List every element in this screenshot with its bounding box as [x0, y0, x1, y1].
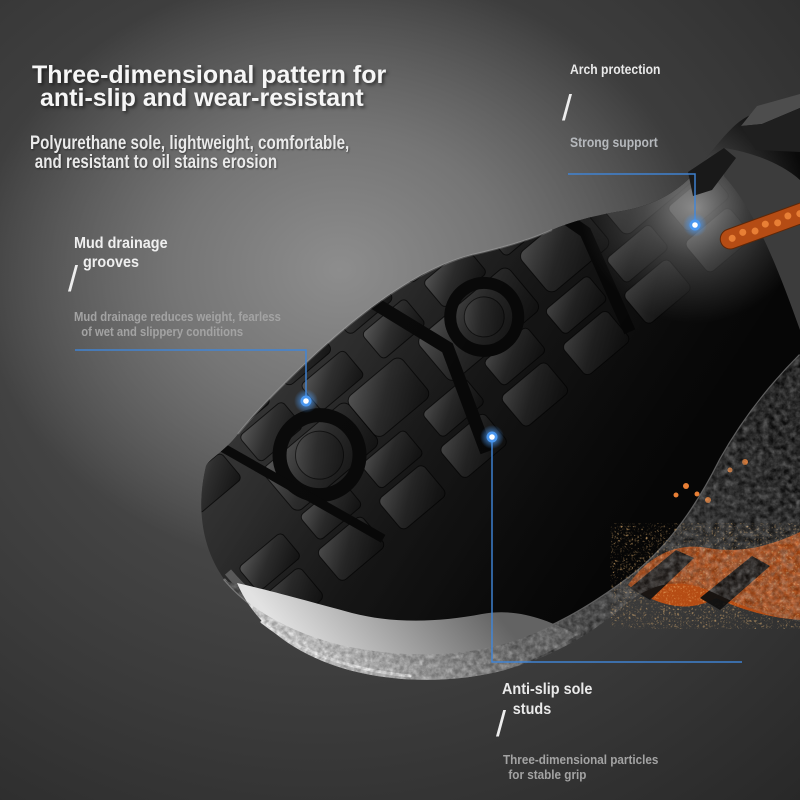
callout-strong-support-label: Strong support: [570, 135, 658, 150]
subtitle-line2: and resistant to oil stains erosion: [34, 152, 278, 173]
title-line1: Three-dimensional pattern for: [32, 61, 387, 89]
page-subtitle: Polyurethane sole, lightweight, comforta…: [30, 134, 349, 172]
callout-mud-drainage-label: Mud drainage grooves: [74, 235, 168, 271]
slash-separator-icon: /: [562, 87, 573, 128]
arch-mesh-strip: [719, 202, 800, 250]
callout-arch-protection-label: Arch protection: [570, 62, 661, 77]
slash-separator-icon: /: [68, 258, 79, 299]
heel-block: [688, 94, 800, 330]
callout-mud-drainage-description: Mud drainage reduces weight, fearless of…: [74, 310, 281, 339]
page-title: Three-dimensional pattern for anti-slip …: [32, 61, 387, 112]
slash-separator-icon: /: [496, 703, 507, 744]
callout-anti-slip-description: Three-dimensional particles for stable g…: [503, 752, 659, 782]
callout-anti-slip-label: Anti-slip sole studs: [502, 681, 593, 718]
title-line2: anti-slip and wear-resistant: [40, 84, 364, 112]
subtitle-line1: Polyurethane sole, lightweight, comforta…: [30, 133, 350, 154]
